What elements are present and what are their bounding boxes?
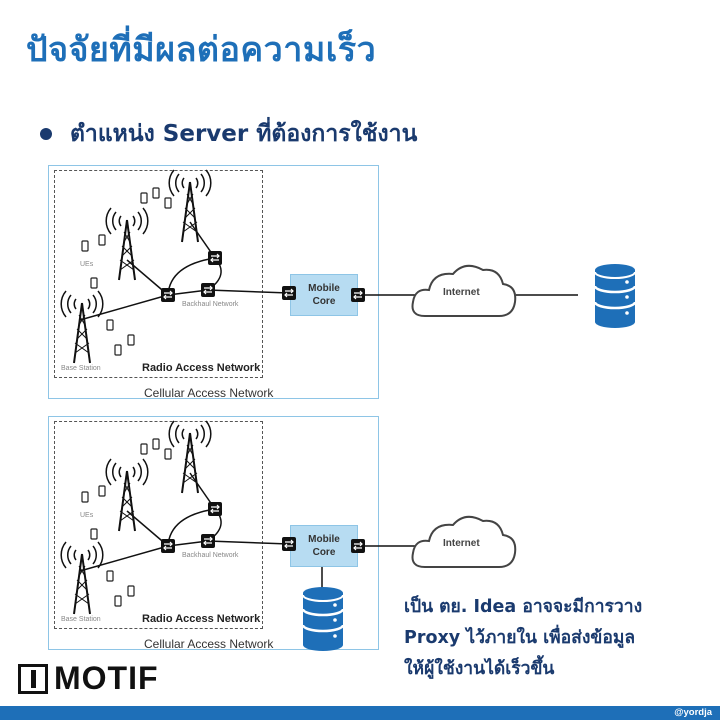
phone-icon: [127, 585, 135, 597]
phone-icon: [81, 240, 89, 252]
router-icon: [350, 538, 366, 554]
ues-label-top: UEs: [80, 261, 94, 268]
page-title: ปัจจัยที่มีผลต่อความเร็ว: [26, 30, 377, 70]
tower-icon: [60, 290, 104, 364]
phone-icon: [106, 570, 114, 582]
router-icon: [207, 250, 223, 266]
bullet-dot-icon: [40, 128, 52, 140]
tower-icon: [105, 207, 149, 281]
phone-icon: [140, 192, 148, 204]
database-icon: [593, 262, 637, 330]
tower-icon: [168, 169, 212, 243]
motif-logo: MOTIF: [18, 660, 159, 697]
phone-icon: [81, 491, 89, 503]
ues-label-bottom: UEs: [80, 512, 94, 519]
tower-icon: [60, 541, 104, 615]
phone-icon: [90, 528, 98, 540]
tower-icon: [168, 420, 212, 494]
note-line2: Proxy ไว้ภายใน เพื่อส่งข้อมูล: [404, 628, 636, 648]
ran-box-bottom: [54, 421, 263, 629]
backhaul-label-top: Backhaul Network: [182, 301, 239, 308]
cellular-label-bottom: Cellular Access Network: [144, 637, 274, 651]
internet-label-top: Internet: [443, 287, 480, 298]
router-icon: [207, 501, 223, 517]
ran-label-bottom: Radio Access Network: [142, 613, 261, 625]
tower-icon: [105, 458, 149, 532]
note-line3: ให้ผู้ใช้งานได้เร็วขึ้น: [404, 659, 555, 679]
phone-icon: [152, 187, 160, 199]
phone-icon: [140, 443, 148, 455]
router-icon: [281, 285, 297, 301]
footer-handle: @yordja: [674, 707, 712, 718]
ran-label-top: Radio Access Network: [142, 362, 261, 374]
database-icon: [301, 585, 345, 653]
router-icon: [160, 287, 176, 303]
mobile-core-line2-bottom: Core: [312, 547, 336, 558]
router-icon: [200, 282, 216, 298]
cellular-access-panel-bottom: Radio Access Network Cellular Access Net…: [48, 416, 379, 651]
note-line1: เป็น ตย. Idea อาจจะมีการวาง: [404, 597, 643, 617]
mobile-core-line2-top: Core: [312, 296, 336, 307]
base-station-label-top: Base Station: [61, 365, 101, 372]
bullet-text: ตำแหน่ง Server ที่ต้องการใช้งาน: [70, 121, 418, 147]
phone-icon: [164, 448, 172, 460]
internet-label-bottom: Internet: [443, 538, 480, 549]
cellular-access-panel-top: Radio Access Network Cellular Access Net…: [48, 165, 379, 400]
phone-icon: [114, 344, 122, 356]
bullet-point: ตำแหน่ง Server ที่ต้องการใช้งาน: [40, 116, 417, 152]
ran-box-top: [54, 170, 263, 378]
phone-icon: [98, 485, 106, 497]
backhaul-label-bottom: Backhaul Network: [182, 552, 239, 559]
note-text: เป็น ตย. Idea อาจจะมีการวาง Proxy ไว้ภาย…: [404, 592, 642, 685]
top-diagram-graphics: [60, 169, 637, 364]
base-station-label-bottom: Base Station: [61, 616, 101, 623]
phone-icon: [106, 319, 114, 331]
router-icon: [160, 538, 176, 554]
phone-icon: [164, 197, 172, 209]
router-icon: [350, 287, 366, 303]
mobile-core-line1-top: Mobile: [308, 283, 340, 294]
phone-icon: [114, 595, 122, 607]
mobile-core-line1-bottom: Mobile: [308, 534, 340, 545]
phone-icon: [98, 234, 106, 246]
router-icon: [281, 536, 297, 552]
bottom-diagram-graphics: [60, 420, 517, 653]
cellular-label-top: Cellular Access Network: [144, 386, 274, 400]
logo-mark-icon: [18, 663, 48, 694]
footer-bar: @yordja: [0, 706, 720, 720]
router-icon: [200, 533, 216, 549]
phone-icon: [127, 334, 135, 346]
phone-icon: [90, 277, 98, 289]
logo-word: MOTIF: [54, 660, 159, 696]
phone-icon: [152, 438, 160, 450]
